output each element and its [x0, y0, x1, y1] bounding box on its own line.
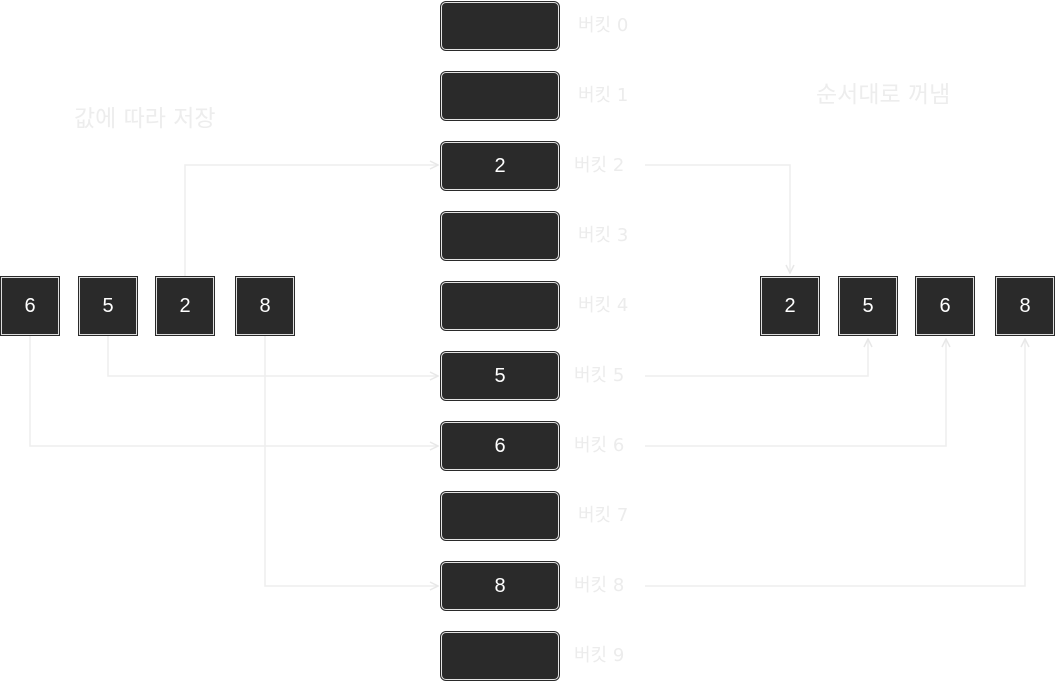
bucket-label-9: 버킷 9: [574, 645, 625, 666]
bucket-1: [441, 72, 559, 120]
input-item: 8: [236, 277, 294, 335]
output-item: 2: [761, 277, 819, 335]
output-item: 6: [916, 277, 974, 335]
input-item: 6: [1, 277, 59, 335]
bucket-9: [441, 632, 559, 680]
bucket-label-0: 버킷 0: [578, 15, 629, 36]
arrow-bucket-2-to-output-2: [645, 164, 790, 273]
bucket-label-5: 버킷 5: [574, 365, 625, 386]
arrow-item-8-to-bucket-8: [264, 335, 438, 586]
arrow-item-2-to-bucket-2: [184, 165, 438, 277]
bucket-label-8: 버킷 8: [574, 575, 625, 596]
bucket-4: [441, 282, 559, 330]
bucket-2: 2: [441, 142, 559, 190]
arrow-item-5-to-bucket-5: [107, 335, 438, 376]
bucket-label-6: 버킷 6: [574, 435, 625, 456]
bucket-0: [441, 2, 559, 50]
bucket-3: [441, 212, 559, 260]
output-item: 5: [839, 277, 897, 335]
bucket-label-2: 버킷 2: [574, 155, 625, 176]
bucket-label-4: 버킷 4: [578, 295, 629, 316]
caption-take-in-order: 순서대로 꺼냄: [816, 82, 951, 108]
bucket-label-1: 버킷 1: [578, 85, 629, 106]
arrow-bucket-6-to-output-6: [645, 339, 946, 447]
bucket-7: [441, 492, 559, 540]
bucket-6: 6: [441, 422, 559, 470]
input-item: 2: [156, 277, 214, 335]
bucket-label-3: 버킷 3: [578, 225, 629, 246]
arrow-item-6-to-bucket-6: [29, 335, 438, 446]
bucket-label-7: 버킷 7: [578, 505, 629, 526]
bucket-8: 8: [441, 562, 559, 610]
arrow-bucket-8-to-output-8: [645, 339, 1025, 587]
output-item: 8: [996, 277, 1054, 335]
caption-store-by-value: 값에 따라 저장: [74, 106, 216, 132]
bucket-5: 5: [441, 352, 559, 400]
input-item: 5: [79, 277, 137, 335]
arrow-bucket-5-to-output-5: [645, 339, 868, 377]
